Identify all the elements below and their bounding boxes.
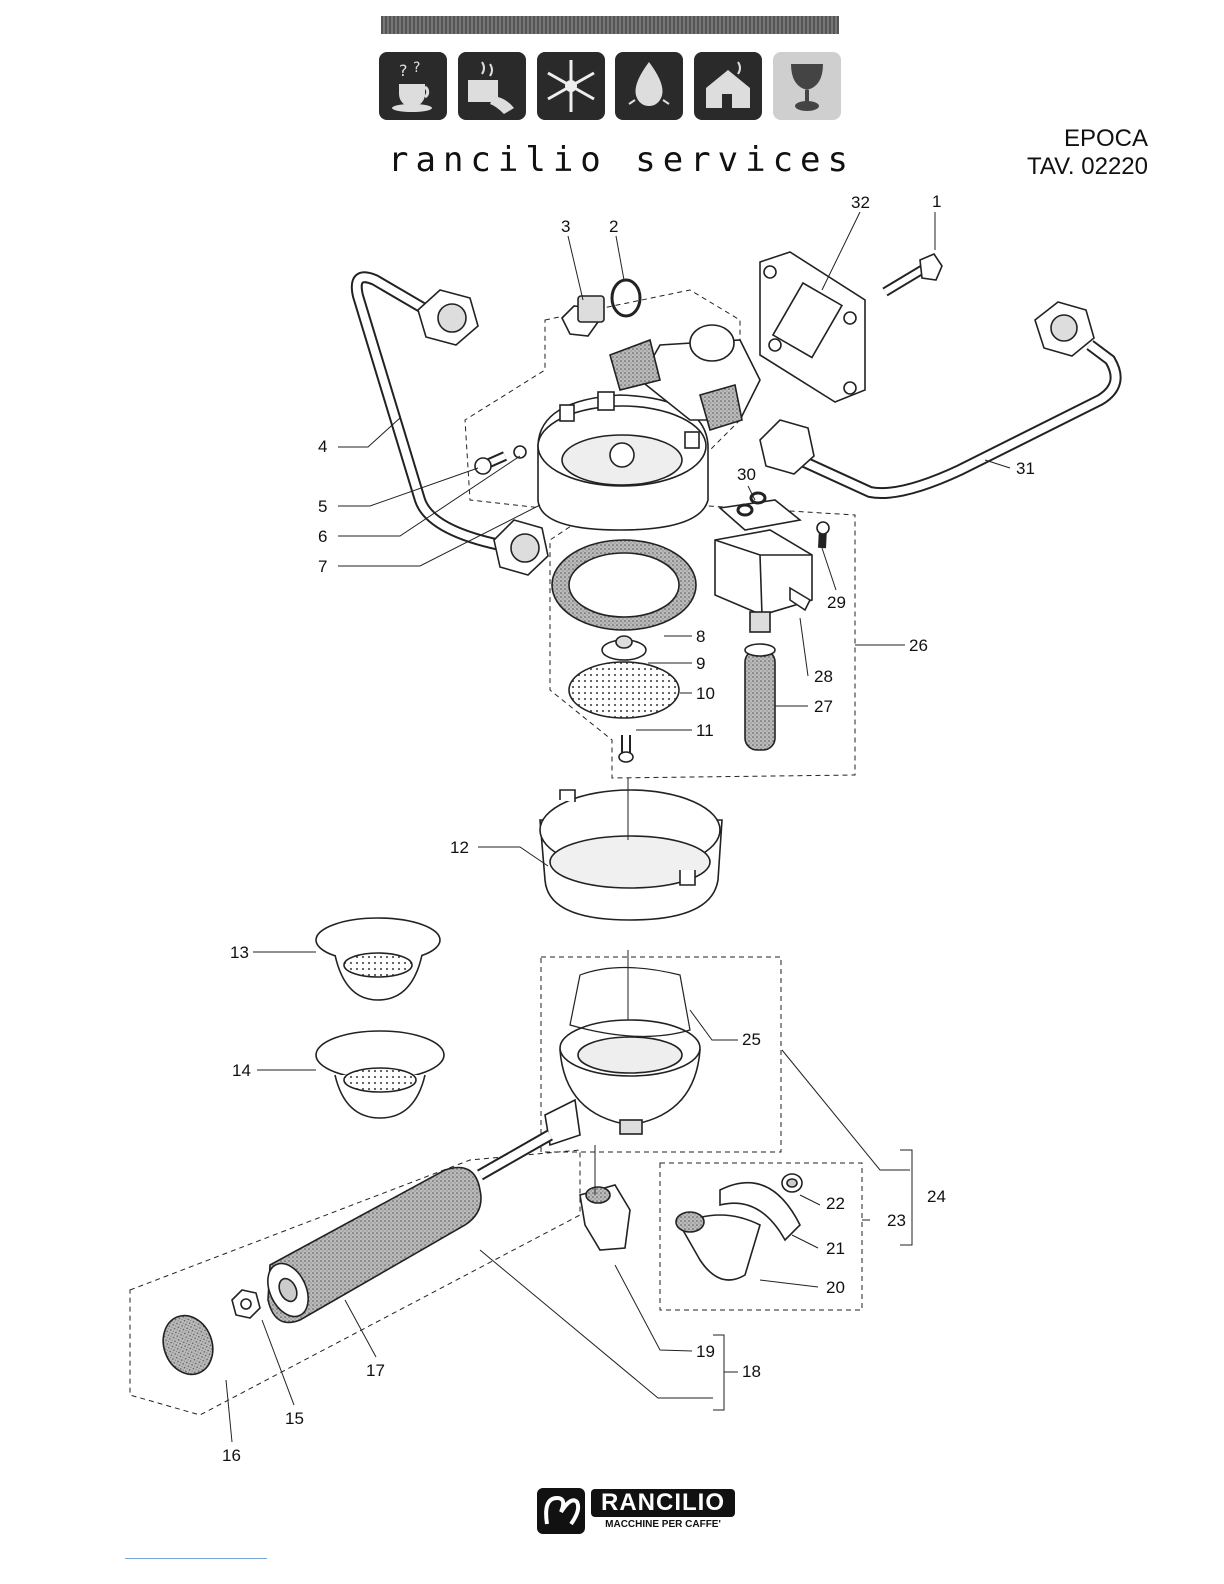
callout-12: 12: [450, 838, 469, 857]
part-3-plug: [562, 296, 604, 336]
logo-brand: RANCILIO: [591, 1489, 735, 1517]
callout-28: 28: [814, 667, 833, 686]
callout-15: 15: [285, 1409, 304, 1428]
callout-13: 13: [230, 943, 249, 962]
part-12-ring: [540, 790, 722, 920]
callout-21: 21: [826, 1239, 845, 1258]
part-1-bolt: [885, 254, 942, 292]
part-26-solenoid: [715, 493, 812, 632]
part-27-filter: [745, 644, 775, 750]
part-32-bracket: [760, 252, 865, 402]
callout-32: 32: [851, 193, 870, 212]
callout-14: 14: [232, 1061, 251, 1080]
callout-27: 27: [814, 697, 833, 716]
callout-10: 10: [696, 684, 715, 703]
part-15-nut: [232, 1290, 260, 1318]
part-19-spout: [580, 1185, 630, 1250]
callout-17: 17: [366, 1361, 385, 1380]
callout-16: 16: [222, 1446, 241, 1465]
part-22-plug: [782, 1174, 802, 1192]
callout-2: 2: [609, 217, 618, 236]
part-11-screw: [619, 735, 633, 762]
rancilio-logo: RANCILIO MACCHINE PER CAFFE': [537, 1488, 735, 1534]
part-24-portafilter: [480, 968, 700, 1176]
callout-11: 11: [696, 721, 714, 740]
part-29-screw: [817, 522, 829, 548]
group-head: [538, 325, 760, 530]
callout-5: 5: [318, 497, 327, 516]
callout-7: 7: [318, 557, 327, 576]
part-16-knob: [155, 1309, 221, 1382]
callout-22: 22: [826, 1194, 845, 1213]
callout-29: 29: [827, 593, 846, 612]
callout-24: 24: [927, 1187, 946, 1206]
part-14-basket: [316, 1031, 444, 1118]
logo-mark-icon: [537, 1488, 585, 1534]
callout-3: 3: [561, 217, 570, 236]
callout-6: 6: [318, 527, 327, 546]
callout-20: 20: [826, 1278, 845, 1297]
callout-26: 26: [909, 636, 928, 655]
callout-19: 19: [696, 1342, 715, 1361]
part-5-screw: [475, 456, 505, 474]
callout-30: 30: [737, 465, 756, 484]
part-4-pipe: [357, 277, 548, 575]
part-10-shower-screen: [569, 662, 679, 718]
part-20-spout: [676, 1212, 760, 1280]
callout-18: 18: [742, 1362, 761, 1381]
callout-31: 31: [1016, 459, 1035, 478]
logo-tagline: MACCHINE PER CAFFE': [591, 1519, 735, 1530]
callout-4: 4: [318, 437, 327, 456]
footer-line: [125, 1558, 267, 1559]
callout-1: 1: [932, 192, 941, 211]
part-13-basket: [316, 918, 440, 1000]
callout-9: 9: [696, 654, 705, 673]
callout-23: 23: [887, 1211, 906, 1230]
part-2-oring: [612, 280, 640, 316]
callout-8: 8: [696, 627, 705, 646]
part-17-handle: [260, 1168, 481, 1323]
callout-25: 25: [742, 1030, 761, 1049]
